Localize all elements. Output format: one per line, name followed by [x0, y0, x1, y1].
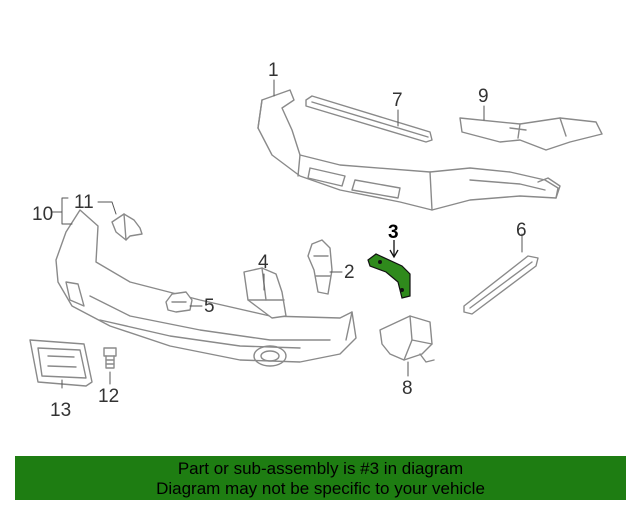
callout-10: 10	[32, 204, 53, 225]
part-9-bracket	[459, 117, 603, 151]
part-2-bracket	[307, 239, 333, 295]
part-12-bolt	[103, 347, 117, 369]
callout-13: 13	[50, 400, 71, 421]
part-6-side-strip	[463, 255, 539, 315]
part-3-highlighted-bracket	[367, 240, 411, 299]
part-11-clip	[111, 213, 143, 241]
callout-5: 5	[204, 296, 215, 317]
callout-3: 3	[388, 222, 399, 243]
parts-diagram: 1 7 9 10 11 3 6 4 2 5 8 12 13	[29, 60, 603, 421]
callout-1: 1	[268, 60, 279, 81]
callout-8: 8	[402, 378, 413, 399]
callout-2: 2	[344, 262, 355, 283]
leader-lines	[51, 79, 523, 389]
part-10-bumper-cover	[55, 209, 357, 367]
part-1-impact-bar	[257, 89, 561, 211]
part-5-clip	[165, 291, 193, 313]
part-4-bracket	[243, 267, 287, 319]
diagram-notice-banner: Part or sub-assembly is #3 in diagram Di…	[15, 456, 626, 500]
callout-7: 7	[392, 90, 403, 111]
callout-12: 12	[98, 386, 119, 407]
banner-line-2: Diagram may not be specific to your vehi…	[156, 479, 485, 498]
part-13-license-bracket	[29, 339, 93, 387]
callout-4: 4	[258, 252, 269, 273]
callout-11: 11	[74, 192, 94, 213]
part-8-lower-bracket	[379, 315, 435, 363]
part-7-upper-strip	[305, 95, 433, 143]
callout-6: 6	[516, 220, 527, 241]
banner-line-1: Part or sub-assembly is #3 in diagram	[177, 459, 464, 478]
callout-9: 9	[478, 86, 489, 107]
